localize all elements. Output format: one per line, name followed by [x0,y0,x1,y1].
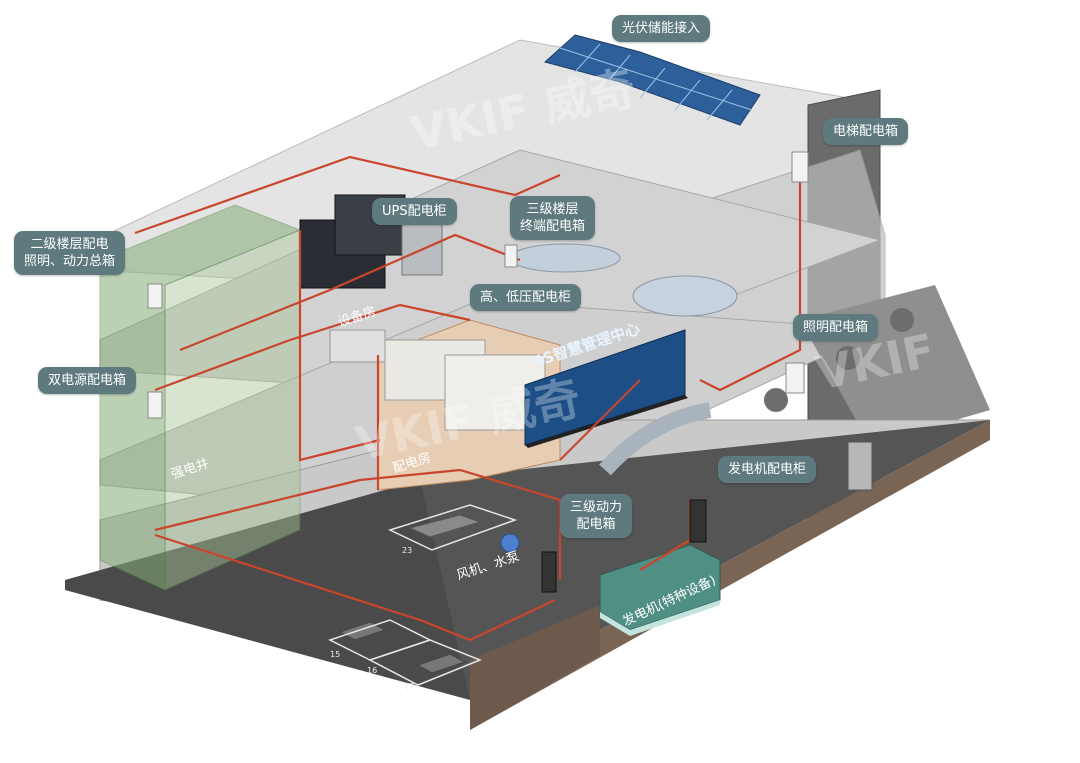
callout-solar: 光伏储能接入 [612,15,711,42]
tertiary-power-box [541,551,557,593]
elevator-distribution-box [791,151,809,183]
tree [836,346,860,370]
solar-panels [543,34,761,126]
tertiary-floor-box [504,244,518,268]
callout-tertiary-floor-box: 三级楼层 终端配电箱 [510,196,596,240]
tree [764,388,788,412]
callout-ups-cabinet: UPS配电柜 [372,198,457,225]
callout-elevator-box: 电梯配电箱 [823,118,909,145]
meeting-table-upper [509,243,621,273]
callout-lighting-box: 照明配电箱 [793,314,879,341]
power-shaft-front [164,229,301,591]
callout-hv-lv-cabinet: 高、低压配电柜 [470,284,582,311]
dual-power-box [147,391,163,419]
basement-right-wall [470,605,600,730]
generator-cabinet [689,499,707,543]
tree [890,308,914,332]
screen-bezel [525,395,688,448]
parking-number: 15 [330,650,341,659]
meeting-table-lower [632,275,738,317]
parking-lines [328,504,518,686]
callout-tertiary-power-box: 三级动力 配电箱 [560,494,633,538]
parked-car-23 [408,514,482,538]
parking-number: 16 [367,666,378,675]
parking-number: 23 [402,546,413,555]
fan-unit [500,533,520,553]
lighting-distribution-box [785,362,805,394]
parking-number: 17 [404,682,415,691]
callout-dual-power-box: 双电源配电箱 [38,367,137,394]
elevator-door [847,441,873,491]
control-desk [599,402,712,476]
callout-secondary-floor-box: 二级楼层配电 照明、动力总箱 [14,231,126,275]
power-wiring [134,155,802,642]
parked-car-17 [416,653,467,674]
parked-car-15 [338,621,387,641]
callout-generator-cabinet: 发电机配电柜 [718,456,817,483]
secondary-floor-box [147,283,163,309]
